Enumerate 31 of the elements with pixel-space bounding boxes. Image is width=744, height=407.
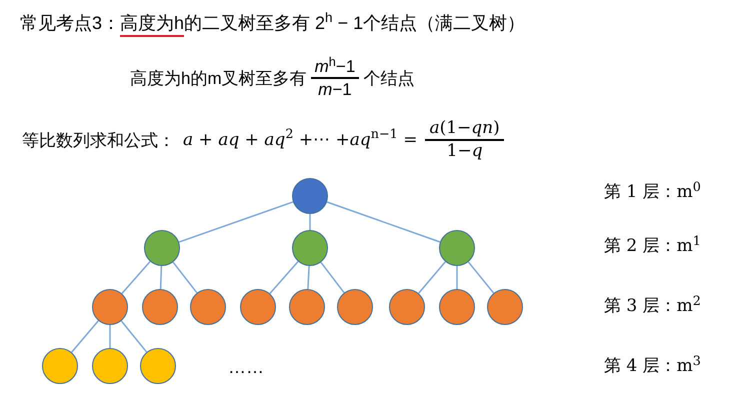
connector-line	[307, 266, 310, 290]
connector-line	[172, 262, 198, 294]
level-label: 第 1 层：m$^{0}$	[604, 182, 701, 202]
text: 等比数列求和公式：	[22, 130, 175, 152]
connector-line	[418, 261, 446, 294]
ellipsis: ……	[228, 357, 264, 377]
formula-numerator: a(1−qn)	[429, 118, 500, 138]
connector-line	[121, 261, 151, 294]
connector-line	[109, 325, 111, 348]
level-label: 第 4 层：m$^{3}$	[604, 356, 701, 376]
connector-line	[320, 262, 345, 294]
connector-line	[71, 320, 99, 353]
connector-line	[160, 266, 162, 290]
connector-line	[269, 261, 299, 294]
text: 高度为h的m叉树至多有	[130, 68, 307, 90]
formula-numerator: m$^{h}$−1	[314, 57, 356, 76]
connector-line	[456, 266, 458, 289]
text: 常见考点3：	[20, 12, 120, 35]
connector-line	[309, 214, 311, 230]
text: 个结点	[363, 68, 414, 90]
connector-line	[326, 201, 440, 243]
text: 的二叉树至多有 2$^{h}$ − 1个结点（满二叉树）	[184, 10, 526, 35]
connector-line	[120, 320, 148, 352]
formula-denominator: 1−q	[446, 141, 483, 162]
connector-line	[178, 201, 294, 243]
level-label: 第 3 层：m$^{2}$	[604, 296, 701, 316]
text: 高度为h	[120, 12, 184, 35]
level-label: 第 2 层：m$^{1}$	[604, 236, 701, 256]
connector-line	[468, 262, 494, 294]
formula-denominator: m−1	[318, 80, 352, 100]
formula: a + aq + aq$^{2}$ +⋯ +aq$^{n−1}$ =	[183, 128, 418, 152]
